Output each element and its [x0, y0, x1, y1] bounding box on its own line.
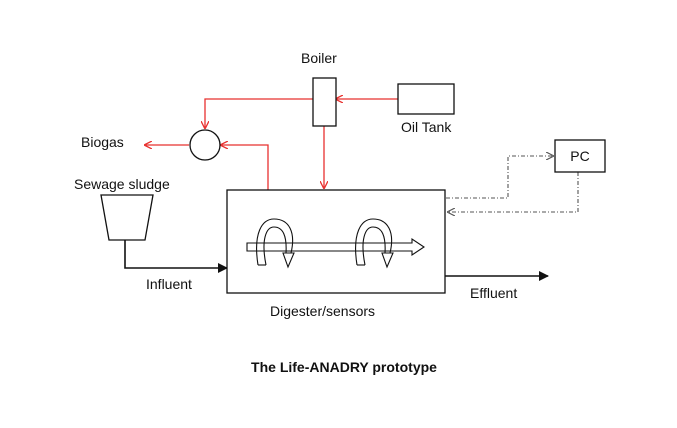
- sewage-sludge-label: Sewage sludge: [74, 176, 170, 192]
- influent-label: Influent: [146, 276, 192, 292]
- boiler-box: [312, 77, 337, 127]
- gas-lines: [145, 99, 398, 190]
- boiler-label: Boiler: [301, 50, 337, 66]
- digester-label: Digester/sensors: [270, 303, 375, 319]
- oil-tank-box: [397, 83, 455, 115]
- digester-to-pc-line: [446, 156, 553, 199]
- sewage-hopper: [100, 194, 154, 241]
- impeller-right: [355, 218, 394, 269]
- oil-tank-label: Oil Tank: [401, 119, 452, 135]
- valve-circle: [189, 129, 221, 161]
- biogas-label: Biogas: [81, 134, 124, 150]
- effluent-label: Effluent: [470, 285, 517, 301]
- pc-box: [554, 139, 606, 173]
- control-lines: [446, 156, 579, 212]
- influent-line: [124, 240, 228, 273]
- digester-to-valve-line: [221, 145, 269, 190]
- pc-label: PC: [570, 148, 589, 164]
- impeller-left: [256, 218, 295, 269]
- pc-to-digester-line: [448, 172, 579, 212]
- boiler-to-valve-line: [205, 98, 313, 128]
- digester-box: [226, 189, 446, 294]
- diagram-caption: The Life-ANADRY prototype: [251, 359, 437, 375]
